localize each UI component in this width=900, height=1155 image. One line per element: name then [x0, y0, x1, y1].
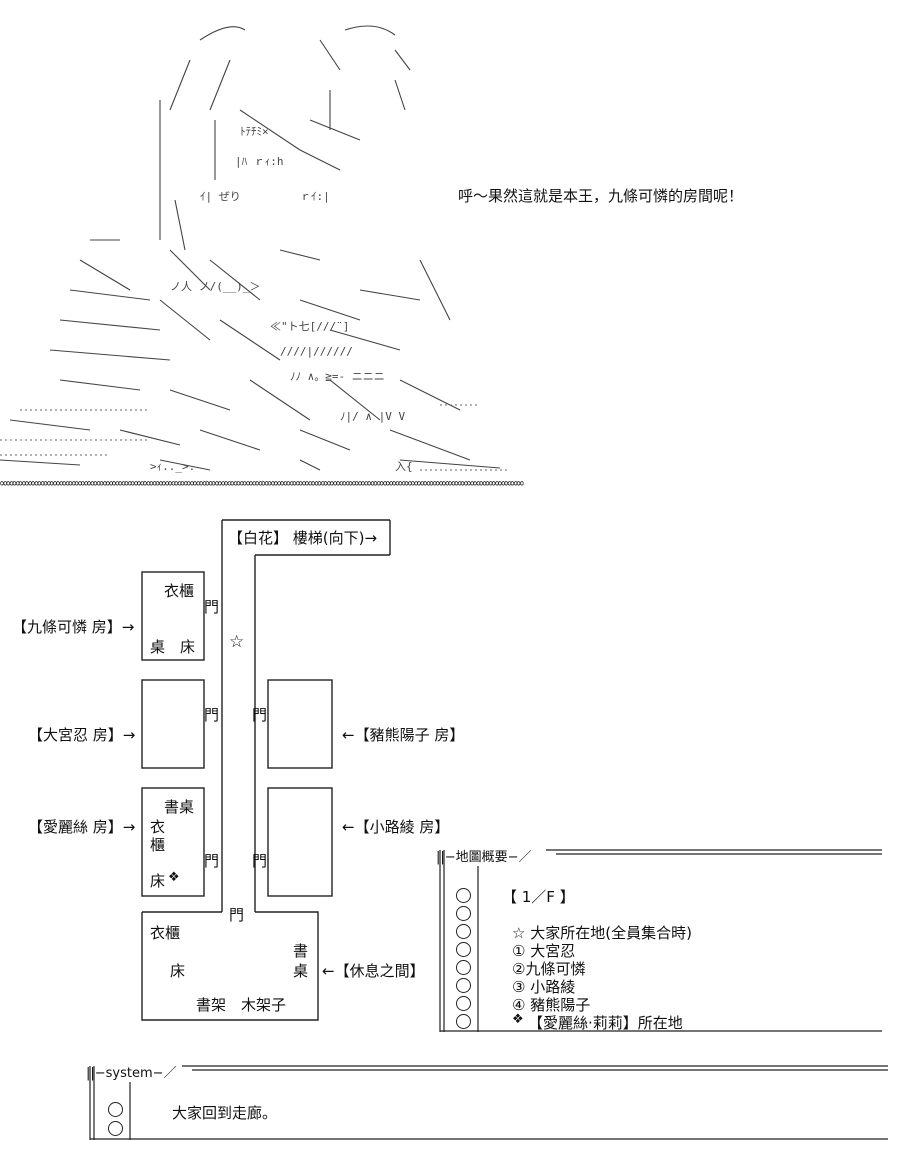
door-kujo: 門 [204, 598, 220, 616]
legend-circle-7 [456, 996, 471, 1011]
legend-circle-5 [456, 960, 471, 975]
gathering-star-icon: ☆ [229, 632, 245, 652]
floor-map: 【白花】 樓梯(向下)→ ☆ 【九條可憐 房】→ 衣櫃 桌 床 門 【大宮忍 房… [0, 500, 900, 1040]
legend-title: ||−地圖概要−／ [436, 850, 532, 865]
door-omiya: 門 [204, 706, 220, 724]
svg-text:|ﾊ ｒｨ:h: |ﾊ ｒｨ:h [235, 155, 284, 168]
dialogue-text: 呼～果然這就是本王，九條可憐的房間呢！ [458, 187, 744, 205]
room-label-inokuma: ←【豬熊陽子 房】 [342, 726, 465, 744]
legend-item-0: ☆ 大家所在地(全員集合時) [512, 924, 692, 942]
svg-text:>ｨ.._>.: >ｨ.._>. [150, 460, 195, 473]
door-lounge: 門 [229, 906, 245, 924]
room-label-lounge: ←【休息之間】 [322, 962, 425, 980]
room-label-omiya: 【大宮忍 房】→ [28, 726, 136, 744]
system-frame [89, 1065, 888, 1140]
svg-text:////|//////: ////|////// [280, 345, 353, 358]
alice-bed: 床 [150, 872, 166, 890]
legend-circle-2 [456, 906, 471, 921]
lounge-desk-1: 書 [293, 942, 309, 960]
legend-floor: 【 1／F 】 [502, 888, 575, 906]
map-legend-panel: ||−地圖概要−／ 【 1／F 】 ☆ 大家所在地(全員集合時) ① 大宮忍 ②… [436, 846, 886, 1036]
system-circle-2 [108, 1121, 123, 1136]
section-divider: ∞∞∞∞∞∞∞∞∞∞∞∞∞∞∞∞∞∞∞∞∞∞∞∞∞∞∞∞∞∞∞∞∞∞∞∞∞∞∞∞… [0, 476, 524, 490]
system-message-panel: ||−system−／ 大家回到走廊。 [86, 1062, 892, 1142]
legend-circle-8 [456, 1014, 471, 1029]
legend-circle-3 [456, 924, 471, 939]
kujo-desk-bed: 桌 床 [150, 638, 196, 656]
svg-text:ﾉﾉ ∧。≧=- ニニニ: ﾉﾉ ∧。≧=- ニニニ [290, 370, 385, 383]
legend-circle-1 [456, 888, 471, 903]
legend-item-3: ③ 小路綾 [512, 978, 576, 996]
alice-wardrobe-2: 櫃 [150, 836, 166, 854]
lounge-bed: 床 [170, 962, 186, 980]
legend-circle-4 [456, 942, 471, 957]
floor-map-lines [141, 519, 391, 1021]
svg-text:≪"ト七[///¨]: ≪"ト七[///¨] [270, 320, 349, 333]
lounge-wardrobe: 衣櫃 [150, 924, 181, 942]
svg-text:ノ人 ノ/(__)_＞: ノ人 ノ/(__)_＞ [170, 280, 260, 293]
legend-item-4: ④ 豬熊陽子 [512, 996, 591, 1014]
legend-frame [439, 849, 882, 1032]
legend-circle-6 [456, 978, 471, 993]
svg-text:ｒｲ:|: ｒｲ:| [300, 190, 330, 203]
system-message: 大家回到走廊。 [172, 1104, 278, 1122]
legend-item-1: ① 大宮忍 [512, 942, 576, 960]
alice-wardrobe-1: 衣 [150, 818, 166, 836]
stairs-label: 【白花】 樓梯(向下)→ [228, 529, 378, 547]
door-alice: 門 [204, 852, 220, 870]
legend-item-2: ②九條可憐 [512, 960, 586, 978]
legend-item-5: 【愛麗絲·莉莉】所在地 [528, 1014, 683, 1032]
alice-lily-location-icon: ❖ [512, 1012, 524, 1027]
svg-text:ﾉ|/ ∧ |V V: ﾉ|/ ∧ |V V [340, 410, 405, 423]
lounge-desk-2: 桌 [293, 962, 309, 980]
door-inokuma: 門 [252, 706, 268, 724]
ascii-art-figure: ﾄﾃﾁﾐ× |ﾊ ｒｨ:h ｲ| ぜり ｒｲ:| ノ人 ノ/(__)_＞ ≪"ト… [0, 25, 510, 473]
svg-text:ｲ| ぜり: ｲ| ぜり [200, 190, 241, 203]
door-komichi: 門 [252, 852, 268, 870]
kujo-wardrobe: 衣櫃 [164, 582, 195, 600]
system-circle-1 [108, 1102, 123, 1117]
lounge-shelves: 書架 木架子 [196, 996, 287, 1014]
svg-text:ﾄﾃﾁﾐ×: ﾄﾃﾁﾐ× [240, 125, 269, 138]
ascii-art-illustration: ﾄﾃﾁﾐ× |ﾊ ｒｨ:h ｲ| ぜり ｒｲ:| ノ人 ノ/(__)_＞ ≪"ト… [0, 0, 900, 480]
alice-location-icon: ❖ [168, 870, 180, 885]
room-label-alice: 【愛麗絲 房】→ [28, 818, 136, 836]
system-title: ||−system−／ [86, 1066, 177, 1081]
alice-desk: 書桌 [164, 798, 195, 816]
room-label-komichi: ←【小路綾 房】 [342, 818, 450, 836]
room-label-kujo: 【九條可憐 房】→ [12, 618, 135, 636]
svg-text:入{: 入{ [395, 460, 413, 473]
